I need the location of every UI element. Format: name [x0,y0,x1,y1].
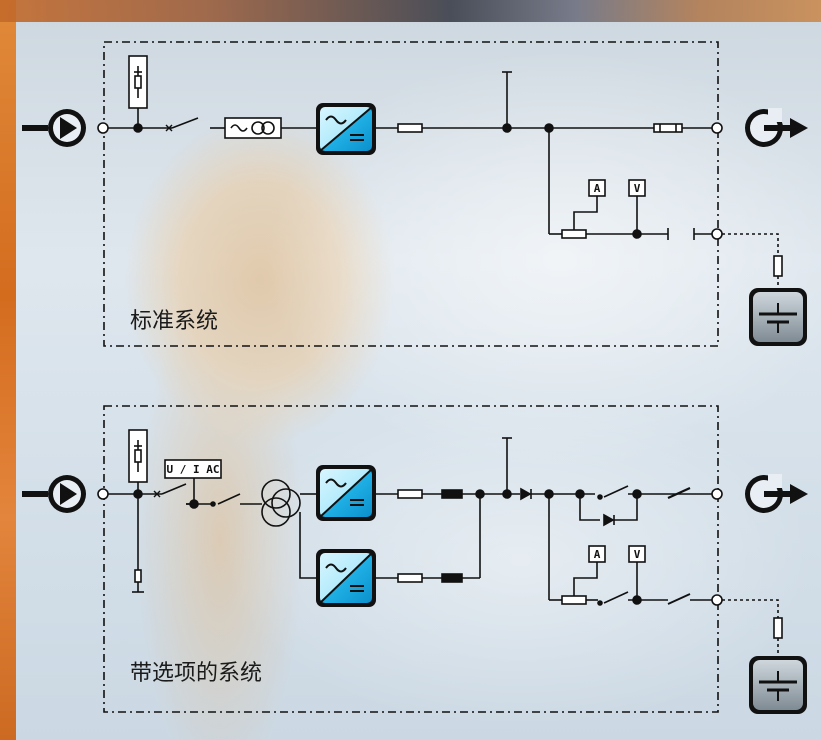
voltmeter-label: V [634,548,641,561]
voltmeter-label: V [634,182,641,195]
ui-monitor: U / I AC [164,459,222,479]
output-icon [745,474,808,513]
panel-options-border [103,405,719,713]
voltmeter: V [628,545,646,563]
inverter-icon [316,103,376,155]
terminal-battery [711,228,723,240]
ammeter-label: A [594,548,601,561]
shunt-icon [561,595,587,605]
panel-standard [103,41,719,347]
dc-surge-icon [502,71,512,128]
terminal-output [711,122,723,134]
ui-monitor-label: U / I AC [167,463,220,476]
breaker-icon [165,117,225,132]
ammeter-label: A [594,182,601,195]
fuse-icon [397,573,423,583]
battery-fuse-icon [773,617,783,639]
ground-surge-icon [132,494,144,593]
inverter-icon [316,549,376,607]
input-icon [22,475,86,513]
output-switch-icon [667,486,712,500]
surge-arrester-icon [128,55,148,128]
terminal-input [97,122,109,134]
diode-icon [520,487,532,501]
output-icon [745,108,808,147]
disconnector-icon [441,489,463,499]
transformer-icon [261,479,301,527]
fuse-icon [397,123,423,133]
battery-icon [749,656,807,714]
fuse-icon [397,489,423,499]
input-icon [22,109,86,147]
inverter-icon [316,465,376,521]
disconnector-icon [441,573,463,583]
ammeter: A [588,545,606,563]
panel-options-title: 带选项的系统 [130,661,262,686]
battery-fuse-icon [773,255,783,277]
battery-icon [749,288,807,346]
surge-arrester-icon [128,429,148,494]
terminal-input [97,488,109,500]
filter-icon [224,117,316,139]
contactor-icon [210,493,262,507]
output-fuse-icon [653,123,683,133]
ammeter: A [588,179,606,197]
shunt-icon [561,229,587,239]
terminal-battery [711,594,723,606]
panel-standard-border [103,41,719,347]
voltmeter: V [628,179,646,197]
panel-standard-title: 标准系统 [130,309,218,334]
dc-surge-icon [502,437,512,494]
terminal-output [711,488,723,500]
